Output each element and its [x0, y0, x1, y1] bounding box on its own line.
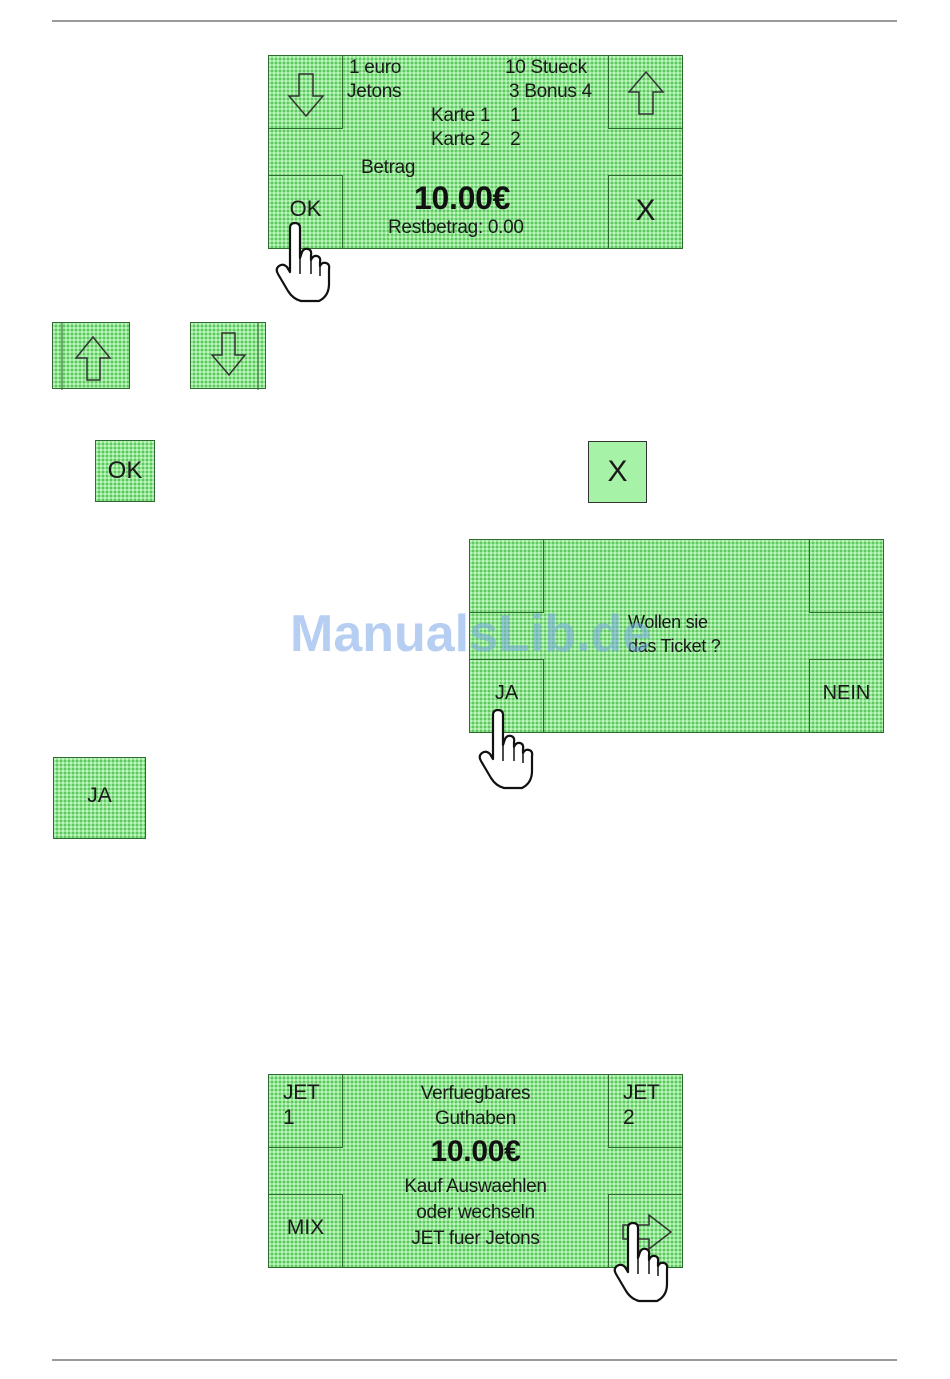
cancel-button[interactable]: X	[608, 175, 683, 249]
arrow-up-icon	[609, 56, 684, 130]
yes-button-label: JA	[470, 682, 543, 705]
coin-count: 10 Stueck	[505, 57, 587, 79]
token-bonus: 3 Bonus 4	[509, 81, 592, 103]
jet-1-line-2: 1	[283, 1106, 294, 1130]
info-line-3: JET fuer Jetons	[343, 1228, 608, 1250]
info-line-2: oder wechseln	[343, 1202, 608, 1224]
top-rule	[52, 20, 897, 22]
scroll-down-button[interactable]	[268, 55, 343, 129]
balance-amount: 10.00€	[343, 1135, 608, 1169]
jet-2-line-2: 2	[623, 1106, 634, 1130]
amount-value: 10.00€	[414, 180, 510, 217]
arrow-down-icon	[269, 56, 344, 130]
pointing-hand-icon	[274, 222, 336, 304]
cancel-button-label: X	[609, 194, 682, 228]
card-1-line: Karte 1 1	[431, 105, 520, 127]
scroll-up-button[interactable]	[608, 55, 683, 129]
jet-1-line-1: JET	[283, 1081, 319, 1105]
info-line-1: Kauf Auswaehlen	[343, 1176, 608, 1198]
legend-yes-button[interactable]: JA	[53, 757, 146, 839]
legend-down-button[interactable]	[190, 322, 266, 389]
pointing-hand-icon	[477, 709, 539, 791]
no-button-label: NEIN	[810, 682, 883, 705]
arrow-up-icon	[53, 323, 131, 390]
mix-button-label: MIX	[269, 1216, 342, 1240]
jet-2-button[interactable]: JET 2	[608, 1074, 683, 1148]
arrow-down-icon	[191, 323, 267, 390]
legend-ok-button[interactable]: OK	[95, 440, 155, 502]
empty-top-left-button[interactable]	[469, 539, 544, 613]
amount-label: Betrag	[361, 157, 415, 179]
token-label: Jetons	[347, 81, 401, 103]
empty-top-right-button[interactable]	[809, 539, 884, 613]
jet-2-line-1: JET	[623, 1081, 659, 1105]
available-line-1: Verfuegbares	[343, 1083, 608, 1105]
legend-cancel-label: X	[589, 455, 646, 489]
coin-value: 1 euro	[349, 57, 401, 79]
watermark: ManualsLib.de	[290, 604, 651, 664]
legend-up-button[interactable]	[52, 322, 130, 389]
legend-yes-label: JA	[54, 784, 145, 808]
legend-cancel-button[interactable]: X	[588, 441, 647, 503]
jet-1-button[interactable]: JET 1	[268, 1074, 343, 1148]
payment-screen: OK X 1 euro 10 Stueck Jetons 3 Bonus 4 K…	[268, 55, 683, 249]
legend-ok-label: OK	[96, 457, 154, 485]
available-line-2: Guthaben	[343, 1108, 608, 1130]
rest-amount: Restbetrag: 0.00	[388, 217, 524, 239]
card-2-line: Karte 2 2	[431, 129, 520, 151]
no-button[interactable]: NEIN	[809, 659, 884, 733]
mix-button[interactable]: MIX	[268, 1194, 343, 1268]
ok-button-label: OK	[269, 196, 342, 222]
bottom-rule	[52, 1359, 897, 1361]
pointing-hand-icon	[612, 1222, 674, 1304]
